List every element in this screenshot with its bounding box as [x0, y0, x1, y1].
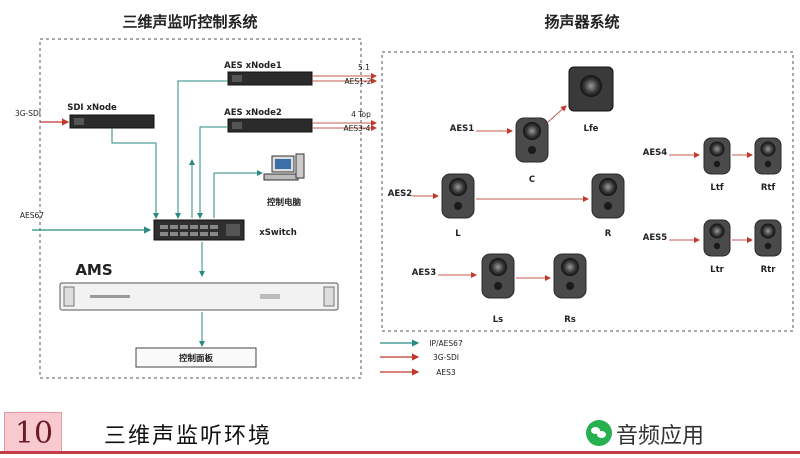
output-5-1-label: 5.1: [358, 63, 370, 72]
legend: IP/AES67 3G-SDI AES3: [380, 339, 463, 377]
xswitch-label: xSwitch: [259, 228, 297, 238]
sdi-xnode-label: SDI xNode: [67, 103, 117, 113]
speaker-lfe-label: Lfe: [584, 124, 599, 134]
speaker-rs: [553, 253, 587, 299]
input-3g-sdi-label: 3G-SDI: [15, 109, 41, 118]
group-aes4-label: AES4: [643, 148, 668, 158]
control-panel-label: 控制面板: [179, 353, 214, 364]
speaker-ltf-label: Ltf: [710, 183, 723, 193]
left-panel-title: 三维声监听控制系统: [122, 13, 257, 31]
wechat-logo-icon: [586, 420, 612, 446]
speaker-r: [591, 173, 625, 219]
section-number-badge: 10: [4, 412, 62, 454]
aes-xnode1-label: AES xNode1: [224, 61, 282, 71]
control-pc-label: 控制电脑: [267, 197, 302, 208]
speaker-rtf-label: Rtf: [761, 183, 776, 193]
group-aes1-label: AES1: [450, 124, 475, 134]
speaker-ltr-label: Ltr: [710, 265, 724, 275]
group-aes5-label: AES5: [643, 233, 668, 243]
group-aes3-label: AES3: [412, 268, 437, 278]
input-aes67-label: AES67: [20, 211, 44, 220]
speaker-ltf: [703, 137, 731, 175]
aes-xnode2-device[interactable]: [227, 118, 313, 133]
section-number: 10: [14, 416, 54, 451]
speaker-l: [441, 173, 475, 219]
speaker-ltr: [703, 219, 731, 257]
right-panel-title: 扬声器系统: [544, 13, 619, 31]
footer-title: 三维声监听环境: [104, 424, 273, 449]
speaker-rs-label: Rs: [564, 315, 576, 325]
diagram-canvas: 三维声监听控制系统 扬声器系统 AES xNode1 AES xNode2 SD…: [15, 13, 794, 379]
speaker-ls-label: Ls: [493, 315, 503, 325]
speaker-c: [515, 117, 549, 163]
speaker-rtf: [754, 137, 782, 175]
aes-xnode1-device[interactable]: [227, 71, 313, 86]
speaker-r-label: R: [605, 229, 612, 239]
xswitch-device[interactable]: [153, 219, 245, 241]
output-4-top-label: 4 Top: [351, 110, 371, 119]
control-pc-icon: [263, 153, 305, 181]
watermark-text: 音频应用: [616, 424, 705, 449]
ams-device[interactable]: [59, 282, 339, 311]
speaker-system-panel: [381, 51, 794, 332]
output-aes3-4-label: AES3-4: [344, 124, 371, 133]
footer-divider: [0, 451, 800, 454]
legend-aes3-label: AES3: [436, 368, 456, 377]
ams-label: AMS: [75, 261, 112, 279]
sdi-xnode-device[interactable]: [69, 114, 155, 129]
legend-ip-label: IP/AES67: [429, 339, 463, 348]
output-aes1-2-label: AES1-2: [345, 77, 372, 86]
speaker-c-label: C: [529, 175, 535, 185]
speaker-rtr-label: Rtr: [761, 265, 777, 275]
speaker-ls: [481, 253, 515, 299]
aes-xnode2-label: AES xNode2: [224, 108, 282, 118]
speaker-l-label: L: [455, 229, 461, 239]
legend-sdi-label: 3G-SDI: [433, 353, 459, 362]
speaker-rtr: [754, 219, 782, 257]
speaker-lfe: [568, 66, 614, 112]
group-aes2-label: AES2: [388, 189, 413, 199]
control-panel-box[interactable]: [135, 347, 257, 368]
